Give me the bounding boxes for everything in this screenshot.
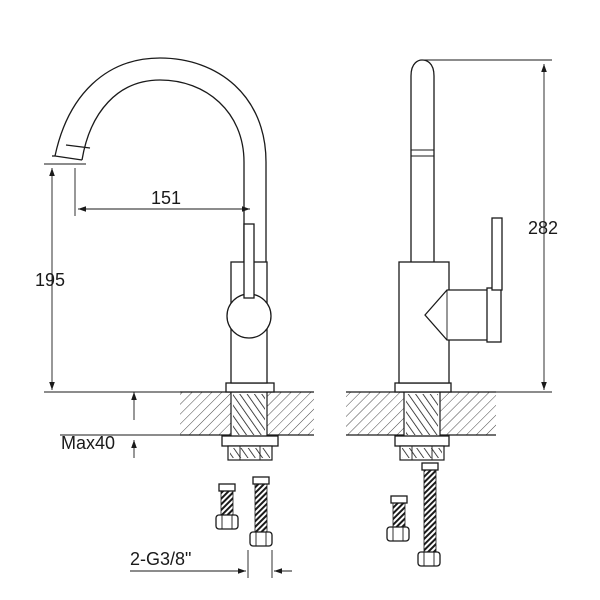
overall-height-label: 282	[528, 218, 558, 238]
side-view	[346, 59, 503, 461]
base-plate-front	[225, 382, 275, 393]
front-view	[52, 57, 314, 461]
dimension-max-thickness: Max40	[60, 392, 180, 458]
dimension-connection-thread: 2-G3/8"	[130, 549, 292, 578]
mixer-knob-front	[226, 293, 272, 339]
spout-height-label: 195	[35, 270, 65, 290]
mounting-nut-side	[394, 435, 450, 461]
dimension-spout-reach: 151	[74, 168, 250, 216]
supply-hoses-side	[386, 462, 441, 567]
lever-handle-front	[243, 223, 255, 299]
connection-thread-label: 2-G3/8"	[130, 549, 191, 569]
dimension-spout-height: 195	[35, 163, 180, 393]
dimension-overall-height: 282	[424, 59, 558, 393]
spout-tube-side	[410, 59, 435, 262]
base-plate-side	[394, 382, 452, 393]
spout-reach-label: 151	[151, 188, 181, 208]
mounting-nut-front	[221, 435, 279, 461]
spout-front	[64, 66, 240, 262]
max-thickness-label: Max40	[61, 433, 115, 453]
lever-handle-side	[491, 217, 503, 291]
supply-hoses-front	[215, 476, 273, 547]
